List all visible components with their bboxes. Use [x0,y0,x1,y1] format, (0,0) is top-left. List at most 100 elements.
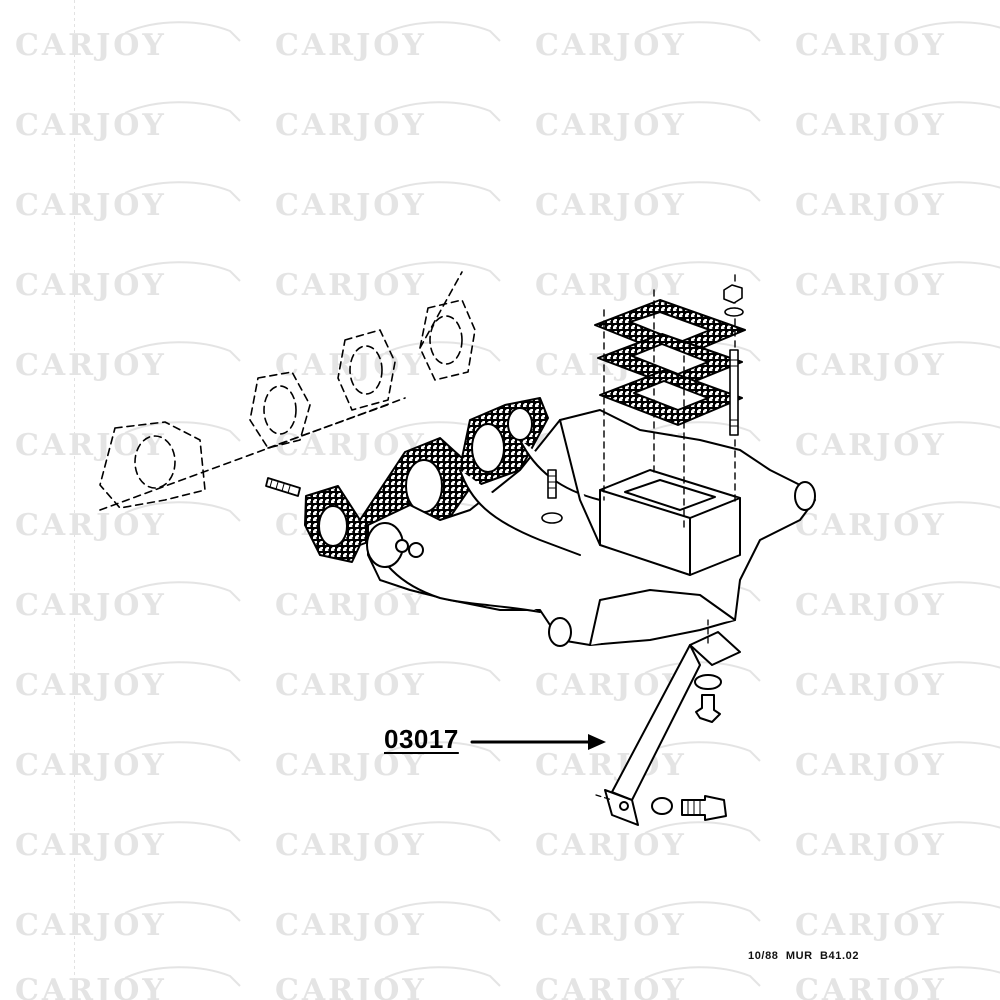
watermark-car-outline [124,821,241,842]
watermark-car-outline [384,261,501,282]
watermark-car-outline [904,501,1000,514]
watermark-car-outline [124,581,241,602]
watermark-car-outline [124,966,241,987]
watermark-text: CARJOY [275,668,427,703]
watermark-text: CARJOY [795,668,947,703]
watermark-car-outline [644,21,761,42]
watermark-car-outline [904,661,1000,674]
watermark-text: CARJOY [795,428,947,463]
top-washer [724,307,744,317]
watermark-text: CARJOY [15,108,167,143]
dashed-gasket-1-port [134,435,176,489]
watermark-car-outline [384,341,501,362]
dashed-alignment-line-3 [267,403,391,449]
watermark-text: CARJOY [535,268,687,303]
watermark-text: CARJOY [535,828,687,863]
watermark-car-outline [644,421,761,442]
watermark-car-outline [904,901,1000,914]
bracket-bolt-lower [681,795,727,821]
washer-left [408,542,424,558]
watermark-car-outline [904,341,1000,354]
dashed-gasket-4 [419,299,476,381]
watermark-text: CARJOY [535,908,687,943]
dashed-gasket-1 [99,421,206,509]
dashed-gasket-set [99,271,476,511]
watermark-car-outline [124,21,241,42]
watermark-text: CARJOY [15,908,167,943]
dashed-gasket-2 [249,371,311,449]
watermark-car-outline [124,421,241,442]
watermark-text: CARJOY [275,973,427,1000]
watermark-car-outline [384,821,501,842]
watermark-text: CARJOY [795,28,947,63]
carb-spacer-stack [594,299,746,426]
bracket-washer-upper [694,674,722,690]
watermark-car-outline [904,581,1000,594]
manifold-rib [559,419,601,546]
watermark-car-outline [904,421,1000,434]
bracket-bolt-upper [695,694,721,723]
watermark-text: CARJOY [15,28,167,63]
watermark-text: CARJOY [275,188,427,223]
watermark-text: CARJOY [795,188,947,223]
watermark-text: CARJOY [535,188,687,223]
long-stud [729,349,739,436]
page-footer-code: 10/88 MUR B41.02 [748,950,860,962]
watermark-text: CARJOY [15,668,167,703]
nut-left [395,539,409,553]
watermark-text: CARJOY [795,508,947,543]
watermark-car-outline [644,901,761,922]
dashed-gasket-2-port [263,385,297,435]
watermark-car-outline [904,821,1000,834]
watermark-text: CARJOY [795,588,947,623]
bracket-arm [611,644,701,801]
top-nut [723,284,743,304]
watermark-car-outline [644,101,761,122]
watermark-car-outline [384,101,501,122]
support-bracket [595,619,741,826]
watermark-car-outline [904,741,1000,754]
watermark-car-outline [124,661,241,682]
watermark-text: CARJOY [535,748,687,783]
watermark-car-outline [644,966,761,987]
watermark-car-outline [124,261,241,282]
part-number-label: 03017 [384,724,459,754]
watermark-car-outline [124,901,241,922]
watermark-car-outline [384,966,501,987]
watermark-text: CARJOY [275,348,427,383]
watermark-text: CARJOY [15,828,167,863]
watermark-car-outline [384,181,501,202]
bracket-upper-tab [689,631,741,666]
watermark-car-outline [644,181,761,202]
watermark-text: CARJOY [535,28,687,63]
runner-2 [459,469,581,556]
watermark-text: CARJOY [275,268,427,303]
watermark-text: CARJOY [15,748,167,783]
bracket-washer-lower [651,797,673,815]
watermark-text: CARJOY [15,268,167,303]
watermark-car-outline [124,501,241,522]
watermark-car-outline [904,21,1000,34]
watermark-text: CARJOY [795,348,947,383]
watermark-text: CARJOY [15,588,167,623]
watermark-car-outline [124,181,241,202]
water-pipe-right [794,481,816,511]
watermark-text: CARJOY [275,908,427,943]
watermark-text: CARJOY [15,508,167,543]
dashed-gasket-3 [337,329,396,411]
carb-mount-opening [624,479,716,511]
watermark-car-outline [124,101,241,122]
water-pipe-lower [548,617,572,647]
watermark-text: CARJOY [795,108,947,143]
watermark-car-outline [384,901,501,922]
dashed-alignment-line-2 [419,271,463,349]
watermark-car-outline [904,101,1000,114]
watermark-car-outline [904,181,1000,194]
watermark-car-outline [644,661,761,682]
dashed-gasket-4-port [429,315,463,365]
fastener-stack-right [723,284,744,436]
stud [265,477,301,497]
manifold-gasket [304,397,549,563]
